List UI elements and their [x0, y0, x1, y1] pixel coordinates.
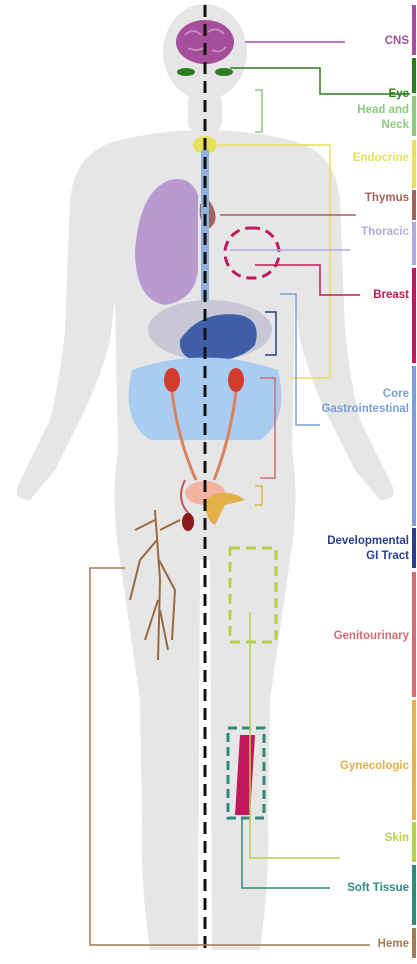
- head-neck-leader: [255, 90, 262, 132]
- breast-bar: [412, 268, 416, 363]
- label-core-gi-line1: Core: [383, 388, 409, 401]
- label-core-gi-line2: Gastrointestinal: [321, 403, 409, 416]
- trachea-icon: [201, 150, 209, 310]
- skin-bar: [412, 822, 416, 862]
- cns-bar: [412, 5, 416, 55]
- label-head-neck-line1: Head and: [357, 104, 409, 117]
- label-dev-gi-line1: Developmental: [327, 535, 409, 548]
- label-thoracic: Thoracic: [361, 226, 409, 239]
- label-gynecologic: Gynecologic: [340, 760, 409, 773]
- label-genitourinary: Genitourinary: [334, 630, 409, 643]
- label-endocrine: Endocrine: [353, 152, 409, 165]
- genitourinary-bar: [412, 572, 416, 697]
- eye-bar: [412, 58, 416, 93]
- label-thymus: Thymus: [365, 192, 409, 205]
- label-heme: Heme: [378, 938, 409, 951]
- core-gi-bar: [412, 366, 416, 526]
- soft-tissue-bar: [412, 865, 416, 925]
- thoracic-bar: [412, 222, 416, 265]
- label-eye: Eye: [389, 88, 409, 101]
- label-head-neck-line2: Neck: [382, 119, 410, 132]
- dev-gi-bar: [412, 528, 416, 568]
- head-neck-bar: [412, 96, 416, 136]
- label-cns: CNS: [385, 35, 409, 48]
- label-breast: Breast: [373, 289, 409, 302]
- label-dev-gi-line2: GI Tract: [366, 550, 409, 563]
- heme-bar: [412, 928, 416, 958]
- label-soft-tissue: Soft Tissue: [347, 882, 409, 895]
- label-skin: Skin: [385, 832, 409, 845]
- thymus-bar: [412, 190, 416, 220]
- gynecologic-bar: [412, 700, 416, 820]
- endocrine-bar: [412, 140, 416, 188]
